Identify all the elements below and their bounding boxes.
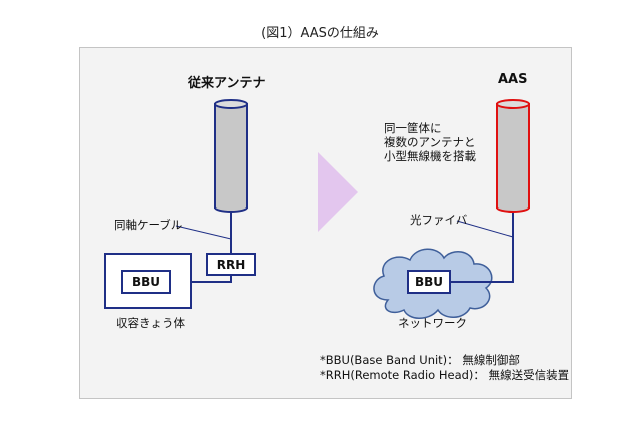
- rrh-footnote: *RRH(Remote Radio Head)： 無線送受信装置: [320, 368, 570, 382]
- bbu-footnote: *BBU(Base Band Unit)： 無線制御部: [320, 353, 520, 367]
- coax-label-leader: [175, 225, 232, 240]
- fiber-label-leader: [456, 220, 514, 238]
- enclosure-label: 収容きょう体: [116, 316, 185, 330]
- fiber-line: [451, 210, 514, 283]
- transition-arrow: [318, 152, 358, 232]
- legacy-bbu-box: BBU: [121, 270, 171, 294]
- legacy-antenna: [214, 99, 248, 213]
- figure-title: (図1）AASの仕組み: [261, 26, 379, 41]
- rrh-box: RRH: [206, 253, 256, 276]
- aas-heading: AAS: [498, 72, 528, 87]
- coax-cable-label: 同軸ケーブル: [114, 218, 183, 232]
- aas-antenna-note: 同一筐体に 複数のアンテナと 小型無線機を搭載: [384, 121, 476, 163]
- fiber-label: 光ファイバ: [410, 213, 468, 227]
- network-label: ネットワーク: [398, 316, 467, 330]
- legacy-heading: 従来アンテナ: [188, 76, 266, 91]
- aas-antenna: [496, 99, 530, 213]
- aas-bbu-box: BBU: [407, 270, 451, 294]
